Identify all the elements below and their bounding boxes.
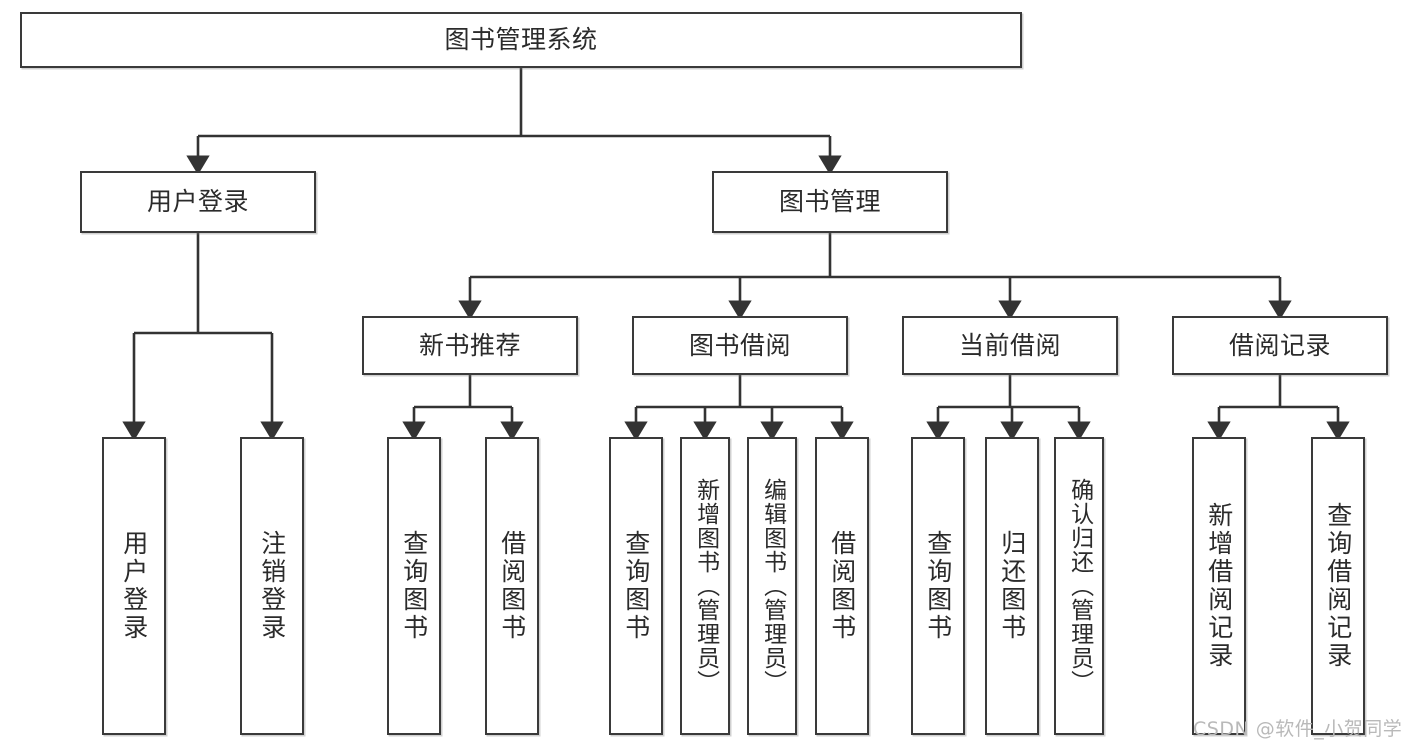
node-leaf-edit-book-label: 编辑图书（管理员）: [759, 478, 786, 694]
node-leaf-return-book-label: 归还图书: [997, 530, 1027, 642]
node-leaf-add-book-label: 新增图书（管理员）: [692, 478, 719, 694]
node-borrow-record-label: 借阅记录: [1228, 330, 1331, 360]
node-leaf-query-record[interactable]: 查询借阅记录: [1311, 437, 1365, 735]
node-leaf-return-book[interactable]: 归还图书: [985, 437, 1039, 735]
node-book-borrow-label: 图书借阅: [688, 330, 791, 360]
node-user-login-label: 用户登录: [146, 187, 249, 217]
node-leaf-query-book-rec-label: 查询图书: [399, 530, 429, 642]
node-current-borrow[interactable]: 当前借阅: [902, 316, 1118, 375]
node-book-manage[interactable]: 图书管理: [712, 171, 948, 233]
node-leaf-confirm-return-label: 确认归还（管理员）: [1066, 478, 1093, 694]
csdn-watermark: CSDN @软件_小贺同学: [1193, 718, 1403, 740]
node-leaf-borrow-book-rec[interactable]: 借阅图书: [485, 437, 539, 735]
node-leaf-borrow-book-br[interactable]: 借阅图书: [815, 437, 869, 735]
node-leaf-logout-label: 注销登录: [257, 530, 287, 642]
node-book-borrow[interactable]: 图书借阅: [632, 316, 848, 375]
node-leaf-query-book-br[interactable]: 查询图书: [609, 437, 663, 735]
node-user-login[interactable]: 用户登录: [80, 171, 316, 233]
node-leaf-query-book-rec[interactable]: 查询图书: [387, 437, 441, 735]
node-leaf-query-book-cb-label: 查询图书: [923, 530, 953, 642]
node-leaf-user-login[interactable]: 用户登录: [102, 437, 166, 735]
node-leaf-edit-book[interactable]: 编辑图书（管理员）: [747, 437, 797, 735]
node-leaf-user-login-label: 用户登录: [119, 530, 149, 642]
node-leaf-borrow-book-rec-label: 借阅图书: [497, 530, 527, 642]
node-new-book-rec-label: 新书推荐: [418, 330, 521, 360]
node-leaf-add-record[interactable]: 新增借阅记录: [1192, 437, 1246, 735]
node-leaf-query-book-br-label: 查询图书: [621, 530, 651, 642]
node-leaf-query-book-cb[interactable]: 查询图书: [911, 437, 965, 735]
node-borrow-record[interactable]: 借阅记录: [1172, 316, 1388, 375]
node-leaf-query-record-label: 查询借阅记录: [1323, 502, 1353, 670]
node-leaf-add-book[interactable]: 新增图书（管理员）: [680, 437, 730, 735]
node-root[interactable]: 图书管理系统: [20, 12, 1022, 68]
node-current-borrow-label: 当前借阅: [958, 330, 1061, 360]
node-root-label: 图书管理系统: [444, 25, 598, 55]
node-leaf-add-record-label: 新增借阅记录: [1204, 502, 1234, 670]
node-leaf-confirm-return[interactable]: 确认归还（管理员）: [1054, 437, 1104, 735]
node-leaf-borrow-book-br-label: 借阅图书: [827, 530, 857, 642]
node-book-manage-label: 图书管理: [778, 187, 881, 217]
node-new-book-rec[interactable]: 新书推荐: [362, 316, 578, 375]
node-leaf-logout[interactable]: 注销登录: [240, 437, 304, 735]
